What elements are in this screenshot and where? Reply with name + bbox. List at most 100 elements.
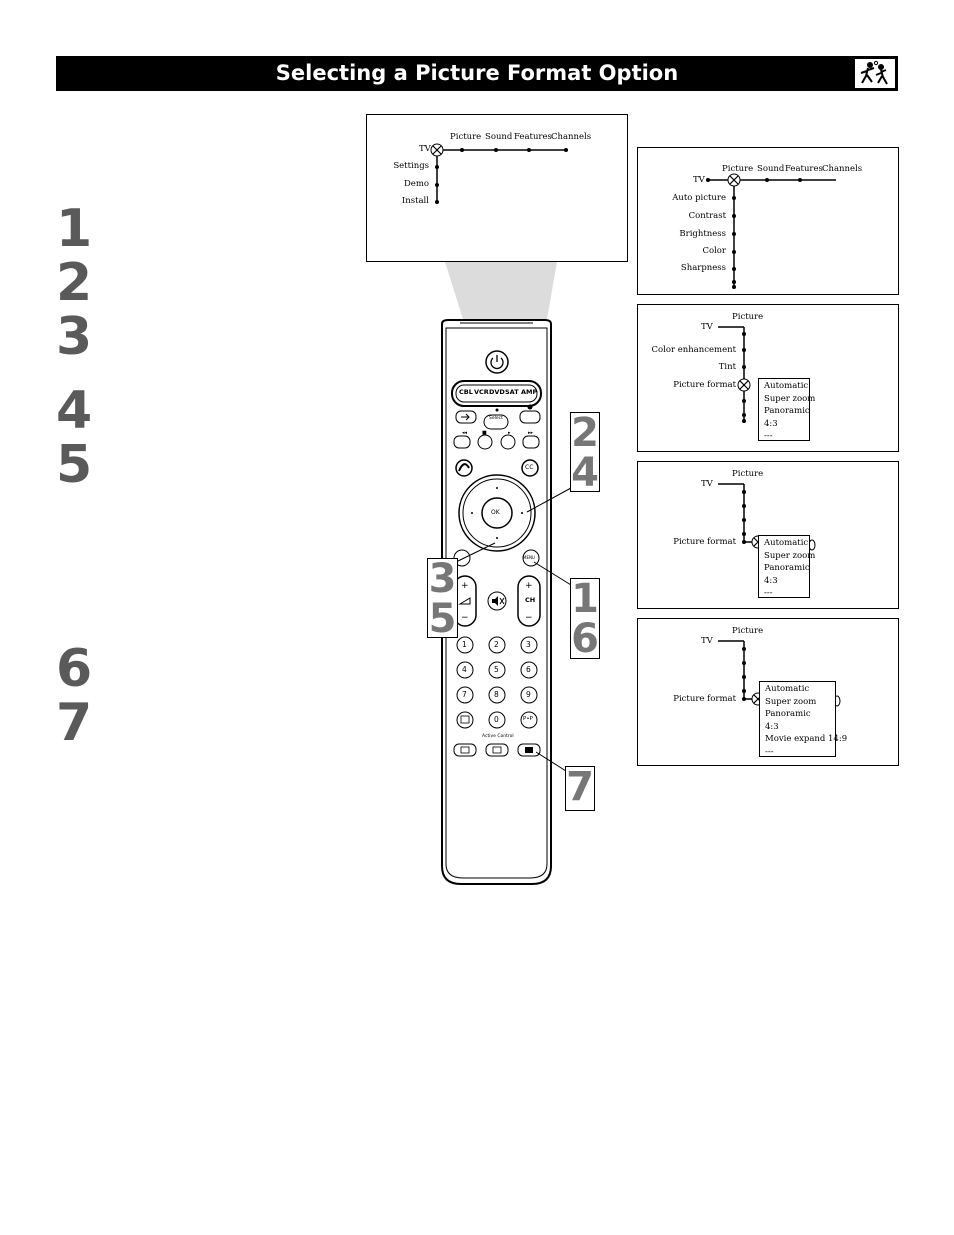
menu-item-picture-format: Picture format xyxy=(673,537,736,547)
menu-item-picture: Picture xyxy=(722,164,754,174)
format-option: Movie expand 14:9 xyxy=(765,734,848,744)
menu-heading-picture: Picture xyxy=(732,469,764,479)
callout-number: 5 xyxy=(428,596,457,642)
menu-screen-main: TV Picture Sound Features Channels Setti… xyxy=(366,114,628,262)
remote-digit-button[interactable]: 1 xyxy=(462,640,467,649)
menu-screen-format: Picture TV Color enhancement Tint Pictur… xyxy=(637,304,899,452)
menu-heading-picture: Picture xyxy=(732,626,764,636)
remote-menu-button[interactable]: MENU xyxy=(523,555,535,560)
menu-item-brightness: Brightness xyxy=(679,229,726,239)
format-option: Super zoom xyxy=(764,393,816,404)
format-option: --- xyxy=(764,431,773,441)
svg-text:■: ■ xyxy=(482,430,487,436)
callout-number: 6 xyxy=(571,616,599,662)
menu-item-tint: Tint xyxy=(718,362,736,372)
menu-item-sharpness: Sharpness xyxy=(680,263,726,273)
menu-item-color: Color xyxy=(702,246,726,256)
remote-control: ◂◂ ■ ▸ ▸▸ + − + − xyxy=(441,319,552,885)
menu-item-features: Features xyxy=(785,164,823,174)
menu-item-features: Features xyxy=(514,132,552,142)
menu-item-picture: Picture xyxy=(450,132,482,142)
svg-text:▸: ▸ xyxy=(508,430,511,436)
format-option: Super zoom xyxy=(765,696,817,707)
menu-item-tv: TV xyxy=(701,479,713,489)
menu-item-sound: Sound xyxy=(757,164,785,174)
menu-item-demo: Demo xyxy=(403,179,429,189)
format-options-list: Automatic Super zoom Panoramic 4:3 --- xyxy=(758,535,816,598)
remote-select-button[interactable]: Select xyxy=(489,416,503,421)
svg-text:◂◂: ◂◂ xyxy=(462,430,468,436)
menu-item-picture-format: Picture format xyxy=(673,380,736,390)
ir-beam xyxy=(445,262,557,319)
step-number: 7 xyxy=(56,693,93,753)
menu-item-sound: Sound xyxy=(485,132,513,142)
remote-digit-button[interactable]: 7 xyxy=(462,690,467,699)
callout-number: 4 xyxy=(571,450,599,496)
menu-item-auto-picture: Auto picture xyxy=(672,193,726,203)
format-option: Automatic xyxy=(764,381,809,391)
menu-item-tv: TV xyxy=(419,144,431,154)
menu-screen-format-list: Picture TV Picture format Automatic Supe… xyxy=(637,618,899,766)
remote-pp-button[interactable]: P•P xyxy=(523,716,533,722)
step-number: 4 xyxy=(56,381,93,441)
svg-text:+: + xyxy=(525,581,533,591)
menu-screen-format-select: Picture TV Picture format Automatic Supe… xyxy=(637,461,899,609)
remote-source-amp[interactable]: AMP xyxy=(521,388,538,396)
format-options-list: Automatic Super zoom Panoramic 4:3 --- xyxy=(758,378,816,441)
menu-heading-picture: Picture xyxy=(732,312,764,322)
callout-number: 1 xyxy=(571,576,599,622)
menu-item-install: Install xyxy=(401,196,429,206)
remote-digit-button[interactable]: 6 xyxy=(526,665,531,674)
menu-item-tv: TV xyxy=(701,636,713,646)
format-option: Panoramic xyxy=(765,709,811,719)
remote-source-dvd[interactable]: DVD xyxy=(489,388,505,396)
remote-digit-button[interactable]: 8 xyxy=(494,690,499,699)
remote-digit-button[interactable]: 0 xyxy=(494,715,499,724)
menu-item-color-enhancement: Color enhancement xyxy=(651,345,736,355)
remote-digit-button[interactable]: 3 xyxy=(526,640,531,649)
menu-item-channels: Channels xyxy=(551,132,592,142)
format-option: 4:3 xyxy=(764,418,778,429)
remote-digit-button[interactable]: 2 xyxy=(494,640,499,649)
step-number: 5 xyxy=(56,435,93,495)
remote-source-cbl[interactable]: CBL xyxy=(459,388,473,396)
format-option: 4:3 xyxy=(765,721,779,732)
callout-steps-3-5: 3 5 xyxy=(427,558,458,642)
page-title: Selecting a Picture Format Option xyxy=(275,61,679,85)
menu-item-settings: Settings xyxy=(393,161,429,171)
remote-cc-button[interactable]: CC xyxy=(525,464,534,471)
format-option: Automatic xyxy=(765,684,810,694)
menu-item-channels: Channels xyxy=(822,164,863,174)
remote-digit-button[interactable]: 5 xyxy=(494,665,499,674)
svg-text:▸▸: ▸▸ xyxy=(528,430,534,436)
remote-digit-button[interactable]: 4 xyxy=(462,665,467,674)
remote-source-sat[interactable]: SAT xyxy=(505,388,519,396)
format-options-list: Automatic Super zoom Panoramic 4:3 Movie… xyxy=(759,681,848,757)
remote-ok-button[interactable]: OK xyxy=(491,509,500,516)
remote-source-vcr[interactable]: VCR xyxy=(474,388,489,396)
menu-item-tv: TV xyxy=(693,175,705,185)
step-number: 6 xyxy=(56,639,93,699)
svg-text:−: − xyxy=(525,613,533,623)
callout-step-7: 7 xyxy=(565,766,595,811)
title-bar: Selecting a Picture Format Option xyxy=(56,56,898,91)
svg-text:−: − xyxy=(461,613,469,623)
menu-item-contrast: Contrast xyxy=(688,211,726,221)
format-option: --- xyxy=(764,588,773,598)
format-option: Panoramic xyxy=(764,563,810,573)
menu-screen-picture: TV Picture Sound Features Channels Auto … xyxy=(637,147,899,295)
format-option: 4:3 xyxy=(764,575,778,586)
callout-steps-2-4: 2 4 xyxy=(570,410,600,496)
callout-steps-1-6: 1 6 xyxy=(570,578,600,659)
callout-number: 7 xyxy=(566,764,594,810)
callout-number: 2 xyxy=(571,410,599,456)
format-option: --- xyxy=(765,746,774,757)
remote-active-control-label: Active Control xyxy=(482,734,514,739)
step-number: 2 xyxy=(56,253,93,313)
format-option: Automatic xyxy=(764,538,809,548)
remote-digit-button[interactable]: 9 xyxy=(526,690,531,699)
remote-ch-label: CH xyxy=(525,596,536,604)
format-option: Panoramic xyxy=(764,406,810,416)
format-option: Super zoom xyxy=(764,550,816,561)
